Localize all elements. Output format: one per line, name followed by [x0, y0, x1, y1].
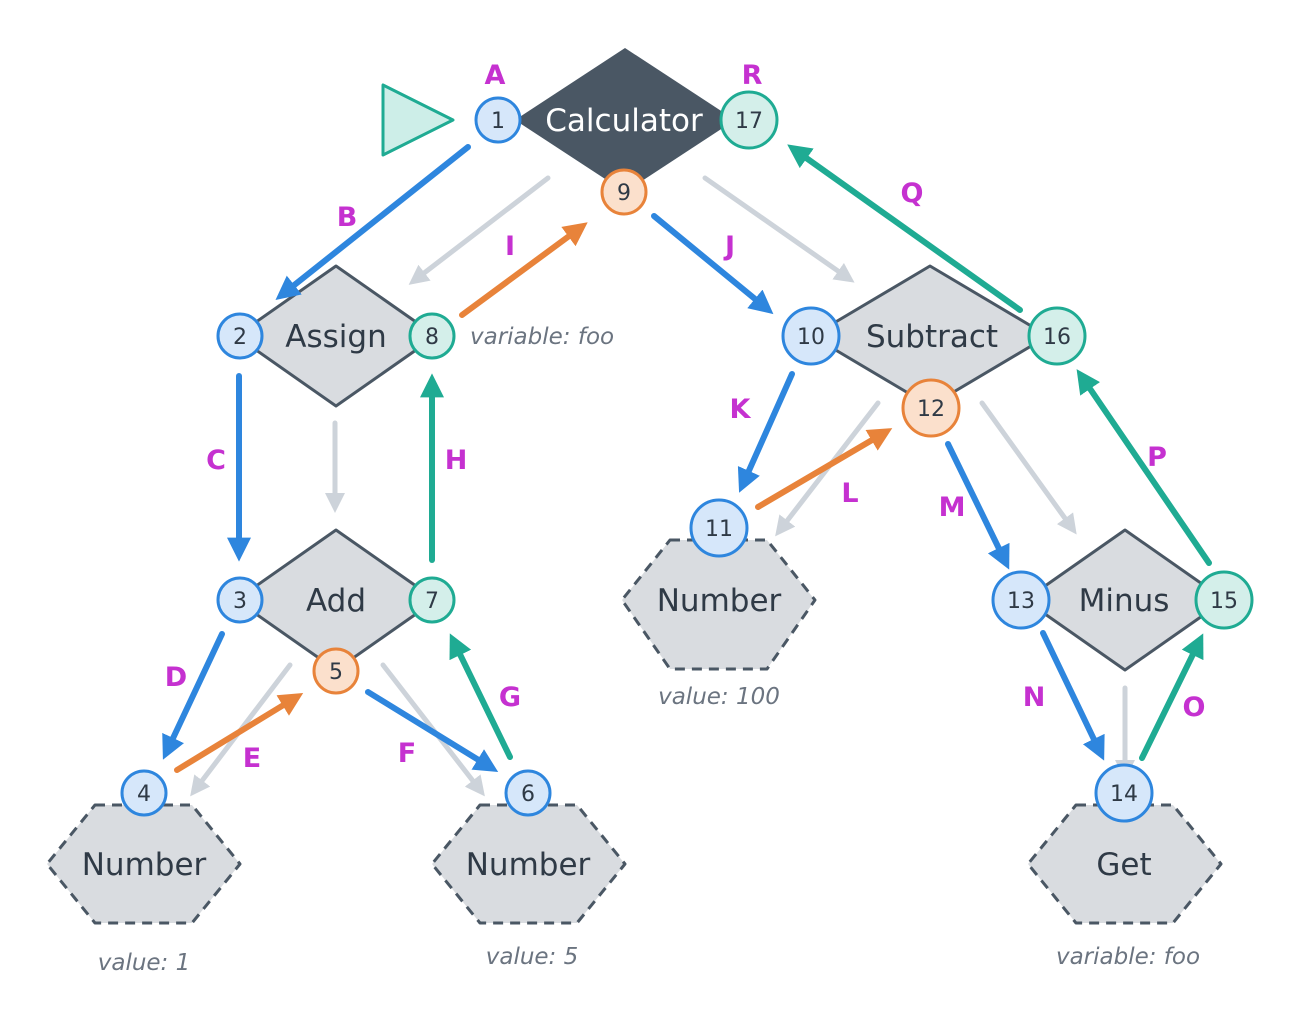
- arrow-I: [459, 222, 588, 318]
- letter-D: D: [165, 662, 187, 693]
- port-1: [474, 96, 522, 144]
- grey-arrow-root-subtract: [702, 175, 855, 283]
- letter-E: E: [243, 743, 261, 774]
- port-9-text: 9: [617, 181, 631, 206]
- port-3: [216, 576, 264, 624]
- letter-L: L: [841, 478, 858, 509]
- arrow-O: [1139, 633, 1204, 761]
- port-11: [689, 498, 749, 558]
- num-b-note: value: 5: [486, 944, 579, 970]
- letter-A: A: [485, 60, 506, 91]
- port-7-text: 7: [425, 589, 439, 614]
- node-assign: [234, 264, 438, 408]
- node-get: [1026, 803, 1223, 925]
- arrow-B: [275, 144, 471, 300]
- letter-H: H: [445, 445, 468, 476]
- node-num-c: [620, 538, 817, 671]
- port-10-text: 10: [797, 325, 825, 350]
- assign-note: variable: foo: [470, 324, 614, 350]
- port-12-text: 12: [917, 397, 945, 422]
- port-1-text: 1: [491, 109, 505, 134]
- port-numbers: 1 17 9 2 8 3 7 5 4 6 10 16 12 11 13 15 1…: [137, 109, 1238, 807]
- port-16: [1027, 306, 1087, 366]
- letter-P: P: [1147, 442, 1167, 473]
- letter-B: B: [337, 202, 358, 233]
- arrow-D: [162, 631, 225, 760]
- node-minus: [1023, 528, 1227, 672]
- letter-K: K: [730, 394, 752, 425]
- port-11-text: 11: [705, 517, 733, 542]
- port-2-text: 2: [233, 325, 247, 350]
- port-3-text: 3: [233, 589, 247, 614]
- node-num-b: [430, 803, 627, 925]
- port-4: [120, 769, 168, 817]
- port-16-text: 16: [1043, 325, 1071, 350]
- result-ports: [312, 168, 961, 695]
- arrow-Q: [787, 144, 1023, 313]
- get-label: Get: [1096, 847, 1151, 883]
- add-label: Add: [306, 583, 366, 619]
- port-7: [408, 576, 456, 624]
- num-c-label: Number: [657, 583, 782, 619]
- num-a-label: Number: [82, 847, 207, 883]
- letter-M: M: [939, 492, 966, 523]
- assign-label: Assign: [285, 319, 386, 355]
- arrow-M: [945, 441, 1010, 570]
- minus-label: Minus: [1079, 583, 1170, 619]
- letter-C: C: [206, 445, 226, 476]
- grey-arrow-root-assign: [408, 175, 551, 285]
- get-note: variable: foo: [1056, 944, 1200, 970]
- port-13: [991, 570, 1051, 630]
- letter-F: F: [398, 738, 416, 769]
- port-10: [781, 306, 841, 366]
- port-13-text: 13: [1007, 589, 1035, 614]
- letter-Q: Q: [901, 178, 924, 209]
- node-num-a: [45, 803, 242, 925]
- arrow-L: [755, 428, 893, 510]
- port-5-text: 5: [329, 660, 343, 685]
- root-label: Calculator: [545, 103, 703, 139]
- num-c-note: value: 100: [658, 684, 780, 710]
- port-17-text: 17: [735, 109, 763, 134]
- port-15-text: 15: [1210, 589, 1238, 614]
- grey-arrow-add-num-b: [380, 662, 485, 797]
- letter-I: I: [505, 231, 515, 262]
- flow-arrows: [162, 144, 1212, 773]
- letter-G: G: [499, 682, 521, 713]
- port-5: [312, 647, 360, 695]
- node-calculator: [515, 48, 735, 192]
- arrow-N: [1040, 630, 1105, 761]
- letter-N: N: [1023, 682, 1046, 713]
- arrow-G: [449, 633, 513, 760]
- port-15: [1194, 570, 1254, 630]
- port-8: [408, 312, 456, 360]
- port-14-text: 14: [1110, 782, 1138, 807]
- port-9: [600, 168, 648, 216]
- play-triangle-icon: [381, 83, 455, 157]
- entry-ports: [120, 96, 1154, 823]
- grey-arrow-subtract-minus: [979, 400, 1077, 535]
- letter-J: J: [723, 231, 735, 262]
- subtract-label: Subtract: [866, 319, 998, 355]
- port-6-text: 6: [521, 782, 535, 807]
- edge-letters: A R B I J Q C H K P L M D G N O E F: [165, 60, 1206, 774]
- port-17: [719, 90, 779, 150]
- port-6: [504, 769, 552, 817]
- num-a-note: value: 1: [98, 950, 191, 976]
- port-2: [216, 312, 264, 360]
- arrow-P: [1076, 369, 1212, 566]
- arrow-F: [365, 689, 499, 773]
- arrow-K: [737, 371, 795, 493]
- port-12: [901, 378, 961, 438]
- port-14: [1094, 763, 1154, 823]
- letter-O: O: [1183, 692, 1206, 723]
- arrow-J: [651, 213, 774, 315]
- exit-ports: [408, 90, 1254, 630]
- arrow-E: [174, 692, 304, 773]
- num-b-label: Number: [466, 847, 591, 883]
- port-4-text: 4: [137, 782, 151, 807]
- letter-R: R: [742, 60, 763, 91]
- port-8-text: 8: [425, 325, 439, 350]
